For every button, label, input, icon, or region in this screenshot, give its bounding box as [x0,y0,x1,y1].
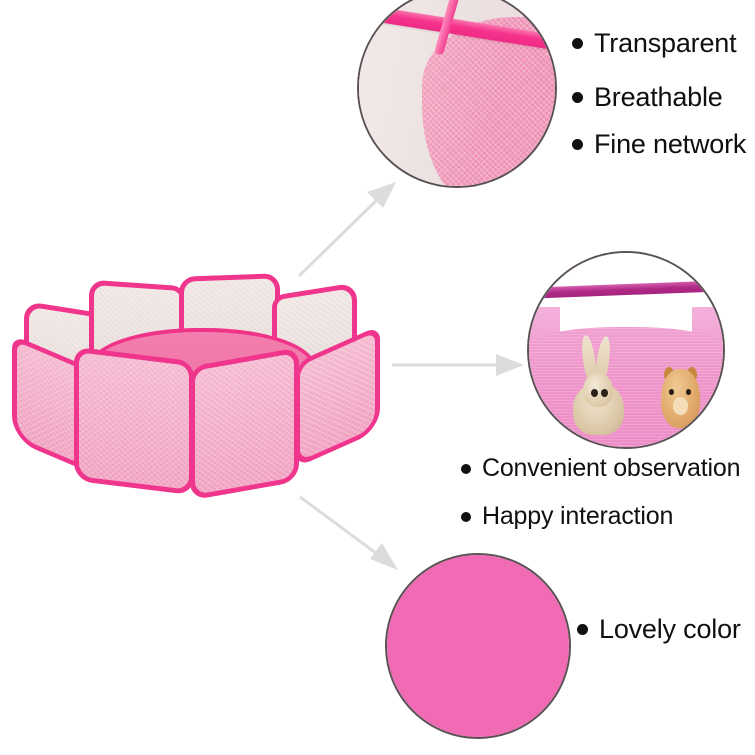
hamster-eye-right [686,388,692,395]
feature-label: Happy interaction [482,502,674,530]
pen-panel-front-2 [73,346,195,496]
bullet-icon [572,38,583,49]
bullet-icon [572,139,583,150]
color-swatch-fill [387,555,569,737]
feature-label: Breathable [594,82,723,112]
feature-item-lovely-color: Lovely color [577,616,741,643]
pen-panel-front-3 [190,347,299,500]
hamster-body [660,369,700,428]
hamster-eye-left [669,388,675,395]
feature-item-convenient-observation: Convenient observation [461,456,740,481]
feature-label: Convenient observation [482,454,741,482]
feature-item-happy-interaction: Happy interaction [461,504,673,529]
feature-item-transparent: Transparent [572,28,737,58]
callout-mesh-close-up [357,0,557,188]
feature-label: Fine network [594,129,747,159]
feature-item-breathable: Breathable [572,84,723,111]
bullet-icon [572,92,583,103]
callout-color-swatch [385,553,571,739]
bullet-icon [461,463,471,474]
bullet-icon [461,511,471,522]
rabbit-eye-right [600,388,608,397]
product-image-playpen [8,265,396,527]
rabbit-eye-left [590,388,598,397]
hamster-illustration [660,366,700,428]
feature-label: Lovely color [599,614,741,644]
feature-label: Transparent [594,28,737,58]
arrow-to-pets-icon [392,354,524,376]
arrow-to-mesh-icon [297,182,396,278]
callout-pets-inside [527,251,725,449]
bullet-icon [577,624,588,635]
rabbit-head [582,372,613,408]
feature-item-fine-network: Fine network [572,131,746,158]
hamster-muzzle [672,397,689,415]
rabbit-illustration [572,333,626,436]
